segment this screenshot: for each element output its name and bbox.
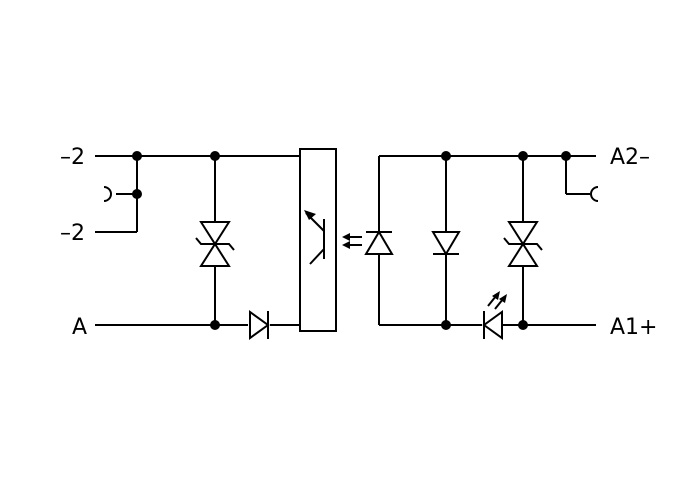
terminal-label-left-bottom: A <box>72 315 87 340</box>
terminal-label-right-top: A2– <box>610 145 650 170</box>
junction-dot <box>518 320 528 330</box>
junction-dot <box>441 151 451 161</box>
junction-dot <box>441 320 451 330</box>
junction-dot <box>518 151 528 161</box>
terminal-label-left-top: –2 <box>60 145 85 170</box>
left-bridge-connection <box>95 156 138 233</box>
bidirectional-tvs-diode-icon <box>503 156 543 325</box>
bidirectional-tvs-diode-icon <box>195 156 235 325</box>
terminal-label-left-middle: –2 <box>60 221 85 246</box>
bridge-terminal-icon <box>103 186 112 202</box>
optocoupler-output-transistor <box>299 148 337 332</box>
protection-diode-icon <box>431 156 461 325</box>
bridge-terminal-icon <box>590 186 599 202</box>
junction-dot <box>132 151 142 161</box>
diode-icon <box>249 310 270 340</box>
junction-dot <box>561 151 571 161</box>
terminal-label-right-bottom: A1+ <box>610 315 657 340</box>
junction-dot <box>210 320 220 330</box>
right-bridge-connection <box>565 156 590 195</box>
optocoupler-input-diode-icon <box>364 156 394 325</box>
junction-dot <box>132 189 142 199</box>
led-indicator-icon <box>482 291 507 340</box>
junction-dot <box>210 151 220 161</box>
optical-coupling-arrows-icon <box>342 233 362 249</box>
